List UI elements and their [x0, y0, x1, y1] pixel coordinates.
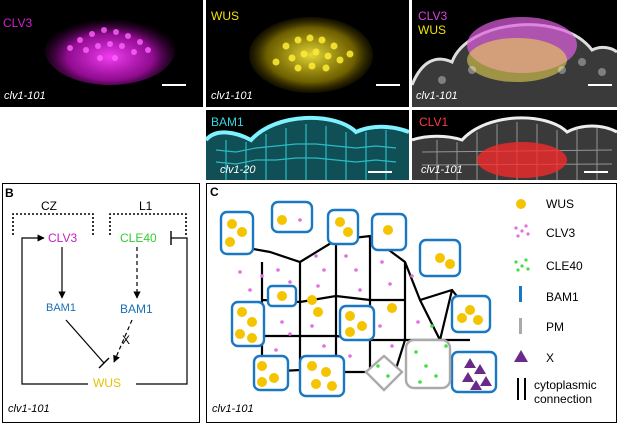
bam1-inhibits-wus — [65, 319, 105, 364]
panel-b-frame — [2, 183, 200, 423]
cz-label: CZ — [41, 199, 57, 213]
legend-connection-label: connection — [534, 392, 593, 406]
panel-c-letter: C — [210, 185, 219, 199]
micrograph-bam1: BAM1 clv1-20 — [206, 110, 409, 180]
merge-label-wus: WUS — [418, 23, 446, 37]
wus-signal — [249, 17, 373, 93]
scale-bar — [376, 84, 400, 86]
clv3-dots — [238, 218, 420, 358]
legend-bam1-label: BAM1 — [546, 290, 579, 304]
block-x-mark: X — [122, 333, 131, 347]
bam1-label: BAM1 — [211, 115, 244, 129]
panel-b-letter: B — [5, 186, 14, 200]
panel-b-genotype: clv1-101 — [8, 403, 50, 415]
clv1-signal — [412, 116, 617, 180]
merge-signal — [412, 17, 617, 107]
clv3-signal — [45, 15, 175, 85]
merge-genotype: clv1-101 — [416, 90, 458, 102]
legend-cytoplasmic-label: cytoplasmic — [534, 378, 597, 392]
merge-label-clv3: CLV3 — [418, 9, 448, 23]
wus-nuclei — [225, 215, 483, 391]
wus-label: WUS — [211, 9, 239, 23]
micrograph-merge: CLV3 WUS clv1-101 — [412, 0, 617, 107]
clv1-label: CLV1 — [419, 115, 449, 129]
wus-to-cle40-loop — [136, 237, 188, 385]
micrograph-clv3: CLV3 clv1-101 — [0, 0, 203, 107]
legend-x-label: X — [546, 351, 555, 365]
bam1-genotype: clv1-20 — [220, 164, 256, 176]
clv3-genotype: clv1-101 — [4, 90, 46, 102]
scale-bar — [588, 84, 612, 86]
node-wus: WUS — [93, 376, 121, 390]
clv3-label: CLV3 — [3, 16, 33, 30]
green-dots-icon — [514, 258, 530, 272]
grey-bar-icon — [519, 318, 522, 334]
magenta-dots-icon — [514, 224, 530, 238]
micrograph-wus: WUS clv1-101 — [206, 0, 409, 107]
node-clv3: CLV3 — [48, 231, 78, 245]
scale-bar — [584, 171, 608, 173]
bam1-signal — [206, 115, 409, 180]
cle40-dots — [376, 324, 448, 384]
purple-triangle-icon — [514, 350, 528, 362]
wus-genotype: clv1-101 — [211, 90, 253, 102]
scale-bar — [368, 171, 392, 173]
clv1-genotype: clv1-101 — [421, 164, 463, 176]
node-bam1-right: BAM1 — [120, 302, 153, 316]
bam1-to-wus-dashed — [113, 319, 133, 363]
x-triangles — [462, 358, 492, 390]
double-line-icon — [517, 378, 526, 400]
legend-clv3-label: CLV3 — [546, 226, 576, 240]
yellow-dot-icon — [516, 199, 526, 209]
wus-to-clv3-loop — [21, 234, 88, 385]
micrograph-clv1: CLV1 clv1-101 — [412, 110, 617, 180]
cz-bracket — [12, 213, 94, 235]
legend-wus-label: WUS — [546, 197, 574, 211]
legend-cle40-label: CLE40 — [546, 259, 583, 273]
l1-label: L1 — [139, 199, 153, 213]
legend-pm-label: PM — [546, 320, 564, 334]
scale-bar — [162, 84, 186, 86]
blue-bar-icon — [519, 286, 522, 302]
node-bam1-left: BAM1 — [46, 302, 76, 314]
panel-c-genotype: clv1-101 — [212, 403, 254, 415]
node-cle40: CLE40 — [120, 231, 157, 245]
